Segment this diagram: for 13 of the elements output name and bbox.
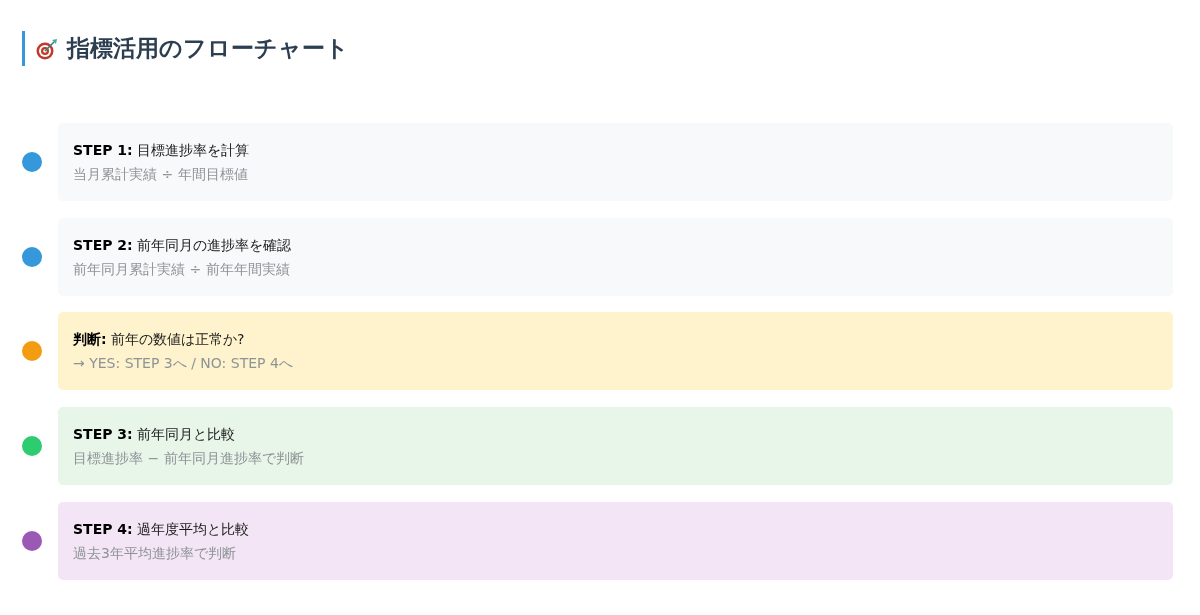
title: 指標活用のフローチャート (67, 34, 349, 63)
step-description: → YES: STEP 3へ / NO: STEP 4へ (73, 354, 294, 373)
step-description: 当月累計実績 ÷ 年間目標値 (73, 165, 249, 184)
step-heading: 判断: 前年の数値は正常か? (73, 330, 246, 349)
step-description: 過去3年平均進捗率で判断 (73, 544, 237, 563)
step-description: 目標進捗率 − 前年同月進捗率で判断 (73, 449, 305, 468)
step-heading: STEP 2: 前年同月の進捗率を確認 (73, 236, 293, 255)
step-heading: STEP 1: 目標進捗率を計算 (73, 141, 251, 160)
step-box (58, 312, 1173, 390)
step-heading: STEP 4: 過年度平均と比較 (73, 520, 251, 539)
step-description: 前年同月累計実績 ÷ 前年年間実績 (73, 260, 291, 279)
step-heading: STEP 3: 前年同月と比較 (73, 425, 237, 444)
step-box (58, 502, 1173, 580)
